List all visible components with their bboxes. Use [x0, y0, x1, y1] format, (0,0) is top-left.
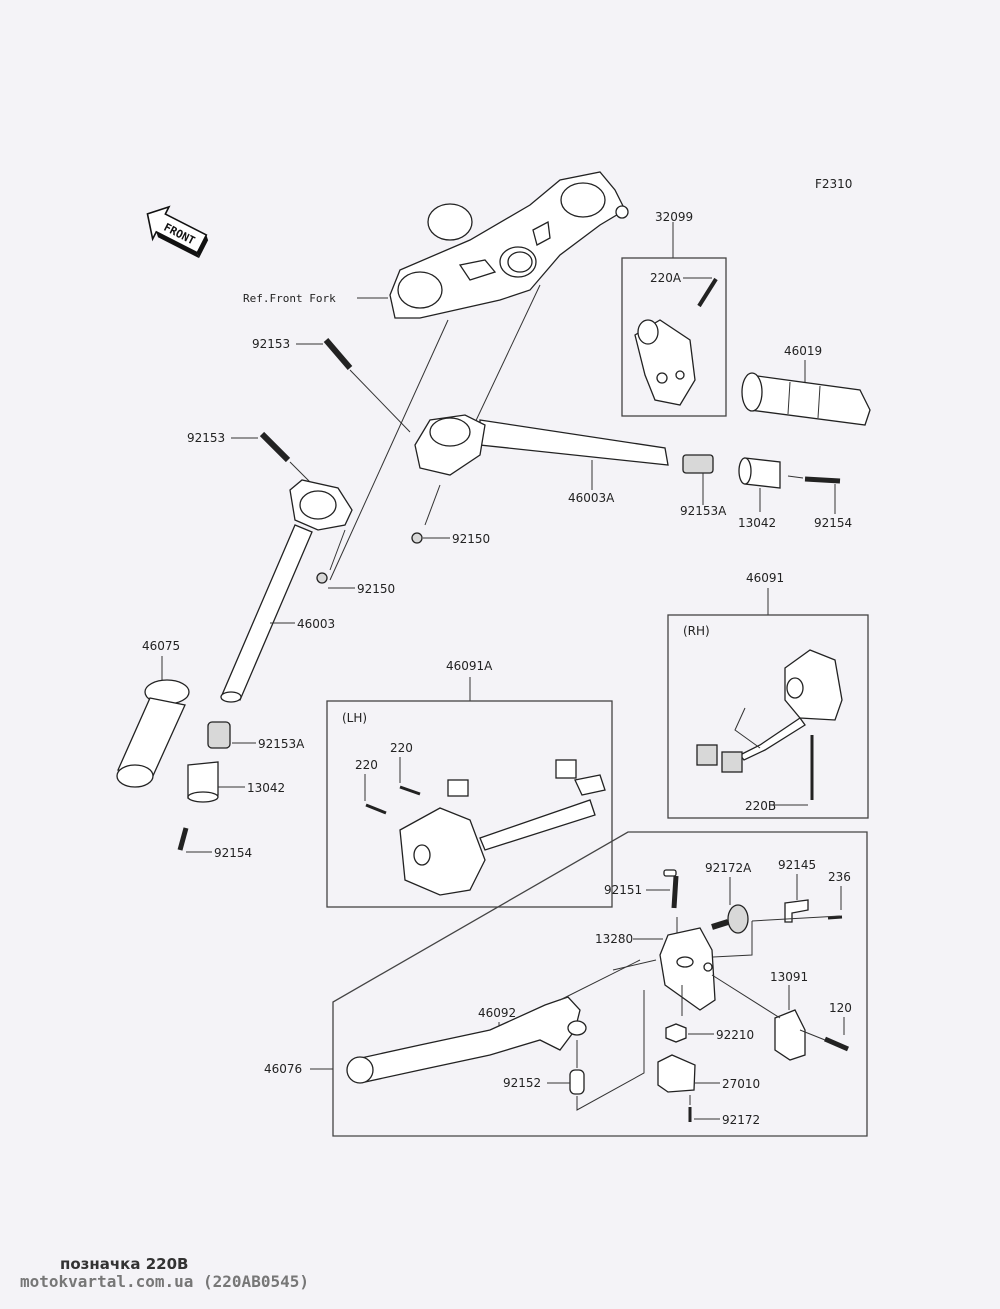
label-ref-front-fork: Ref.Front Fork: [243, 292, 336, 305]
clamp-13091: [774, 1009, 806, 1061]
label-46075: 46075: [142, 639, 180, 653]
lh-switch-housing: [399, 759, 606, 896]
label-92145: 92145: [778, 858, 816, 872]
label-92151: 92151: [604, 883, 642, 897]
label-120: 120: [829, 1001, 852, 1015]
bar-end-plug-right: [682, 454, 714, 474]
bushing-92152: [569, 1069, 585, 1095]
label-32099: 32099: [655, 210, 693, 224]
label-92153-upper: 92153: [252, 337, 290, 351]
handlebar-46003: [220, 479, 353, 703]
upper-triple-clamp: [389, 171, 629, 319]
label-46092: 46092: [478, 1006, 516, 1020]
label-92153-lower: 92153: [187, 431, 225, 445]
label-rh: (RH): [683, 624, 710, 638]
rh-switch-box: [667, 614, 869, 819]
label-220-lower: 220: [355, 758, 378, 772]
lever-assembly-box: [332, 831, 868, 1137]
throttle-grip-46019: [741, 372, 871, 426]
switch-27010: [657, 1054, 696, 1093]
lh-switch-box: [326, 700, 613, 908]
label-92150-left: 92150: [357, 582, 395, 596]
label-92150-right: 92150: [452, 532, 490, 546]
label-27010: 27010: [722, 1077, 760, 1091]
label-220B: 220B: [745, 799, 776, 813]
label-92153A-left: 92153A: [258, 737, 305, 751]
label-92210: 92210: [716, 1028, 754, 1042]
label-92153A-right: 92153A: [680, 504, 727, 518]
bar-end-plug-left: [207, 721, 231, 749]
bracket-92145: [784, 899, 809, 923]
label-46076: 46076: [264, 1062, 302, 1076]
nut-92210: [665, 1023, 687, 1043]
label-13042-left: 13042: [247, 781, 285, 795]
label-46091: 46091: [746, 571, 784, 585]
footer-note: позначка 220B: [60, 1255, 189, 1273]
lever-holder-13280: [659, 927, 716, 1011]
handlebar-46003A: [414, 414, 669, 476]
label-46003A: 46003A: [568, 491, 615, 505]
adjuster-92172A: [711, 904, 749, 934]
label-220-upper: 220: [390, 741, 413, 755]
label-92154-left: 92154: [214, 846, 252, 860]
bar-end-weight-left: [187, 761, 219, 803]
grip-46075: [116, 679, 190, 788]
bar-end-weight-right: [738, 457, 781, 489]
throttle-housing-box: [621, 257, 727, 417]
lever-46092: [346, 996, 587, 1084]
throttle-housing: [634, 319, 696, 406]
label-lh: (LH): [342, 711, 367, 725]
front-arrow-icon: FRONT: [146, 205, 209, 259]
label-13042-right: 13042: [738, 516, 776, 530]
figure-code: F2310: [815, 177, 852, 191]
label-13280: 13280: [595, 932, 633, 946]
label-46003: 46003: [297, 617, 335, 631]
label-236: 236: [828, 870, 851, 884]
label-46019: 46019: [784, 344, 822, 358]
label-220A: 220A: [650, 271, 682, 285]
label-92172A: 92172A: [705, 861, 752, 875]
label-92152: 92152: [503, 1076, 541, 1090]
label-92172: 92172: [722, 1113, 760, 1127]
rh-switch-housing: [696, 649, 843, 773]
label-46091A: 46091A: [446, 659, 493, 673]
footer-source: motokvartal.com.ua (220AB0545): [20, 1272, 309, 1291]
label-13091: 13091: [770, 970, 808, 984]
label-92154-right: 92154: [814, 516, 852, 530]
